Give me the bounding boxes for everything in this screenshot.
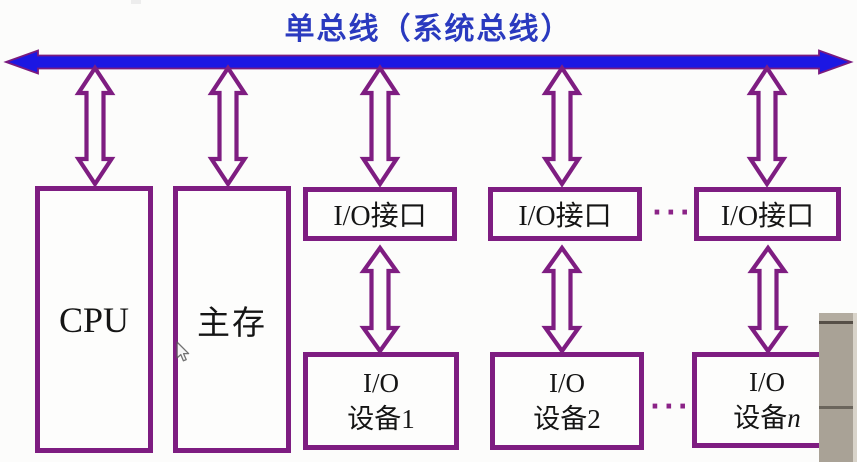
device-index-variable: n (787, 403, 801, 433)
system-bus-arrow-icon (3, 49, 854, 75)
io-device-box-2: I/O 设备2 (490, 352, 644, 450)
io-interface-box-3: I/O接口 (694, 187, 841, 241)
io-device-line1: I/O (363, 367, 399, 398)
io-interface-label: I/O接口 (518, 201, 612, 232)
cpu-label: CPU (58, 299, 130, 340)
io-device-line2: 设备2 (533, 404, 601, 434)
ellipsis-interfaces: ··· (652, 198, 694, 228)
bidirectional-arrow-icon (74, 64, 116, 188)
mouse-cursor-icon (176, 341, 190, 362)
bidirectional-arrow-icon (541, 244, 583, 355)
io-device-line1: I/O (549, 367, 585, 398)
ellipsis-devices: ··· (650, 392, 692, 422)
bidirectional-arrow-icon (207, 64, 249, 188)
bidirectional-arrow-icon (747, 244, 789, 355)
diagram-title: 单总线（系统总线） (284, 13, 573, 46)
bidirectional-arrow-icon (359, 64, 401, 188)
main-memory-box: 主存 (173, 186, 291, 453)
webcam-background-panel (819, 313, 857, 462)
panel-segment (819, 313, 857, 321)
io-interface-label: I/O接口 (333, 201, 427, 232)
video-artifact-mark (131, 0, 141, 4)
io-device-line2: 设备1 (347, 404, 415, 434)
main-memory-label: 主存 (197, 305, 267, 342)
panel-edge-highlight (853, 313, 857, 462)
panel-seam-line (819, 321, 857, 324)
io-interface-box-1: I/O接口 (303, 187, 457, 241)
io-device-box-1: I/O 设备1 (303, 352, 459, 450)
io-device-line1: I/O (749, 366, 785, 397)
io-device-line2: 设备n (733, 403, 801, 433)
io-device-box-n: I/O 设备n (692, 352, 842, 448)
io-interface-label: I/O接口 (720, 201, 815, 232)
cpu-box: CPU (35, 186, 153, 453)
io-interface-box-2: I/O接口 (488, 187, 642, 241)
bidirectional-arrow-icon (541, 64, 583, 188)
bidirectional-arrow-icon (359, 244, 401, 355)
panel-seam-line (819, 406, 857, 409)
bidirectional-arrow-icon (746, 64, 788, 188)
